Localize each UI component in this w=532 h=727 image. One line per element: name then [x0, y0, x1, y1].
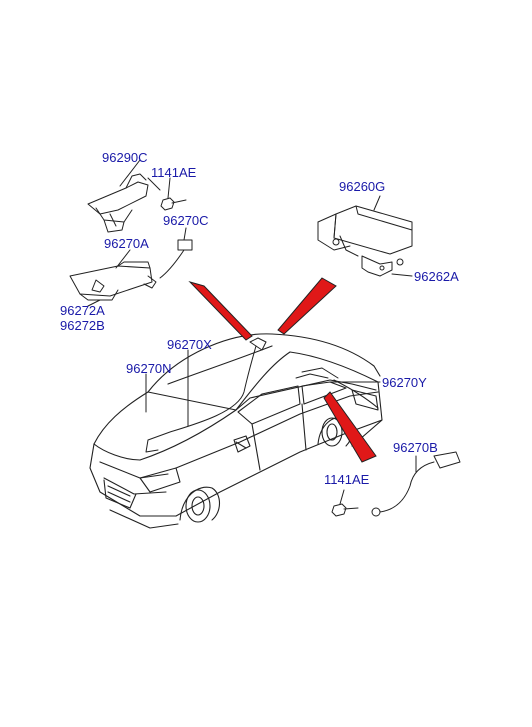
- red-pointer-icon: [188, 281, 253, 341]
- part-label-96272b: 96272B: [60, 318, 105, 333]
- red-pointer-icon: [323, 391, 377, 463]
- bolt-icon: [331, 489, 359, 517]
- part-label-96270a: 96270A: [104, 236, 149, 251]
- part-label-96270b: 96270B: [393, 440, 438, 455]
- antenna-module-icon: [317, 195, 413, 257]
- bracket-icon: [361, 255, 413, 277]
- part-label-96290c: 96290C: [102, 150, 148, 165]
- antenna-module-icon: [69, 249, 157, 307]
- part-label-96270c: 96270C: [163, 213, 209, 228]
- roof-antenna-cable-icon: [145, 337, 339, 453]
- part-label-1141ae-bottom: 1141AE: [324, 472, 370, 487]
- part-label-96260g: 96260G: [339, 179, 386, 194]
- red-pointer-icon: [277, 277, 337, 335]
- part-label-96270n: 96270N: [126, 361, 172, 376]
- bolt-icon: [160, 177, 187, 211]
- part-label-96262a: 96262A: [414, 269, 459, 284]
- trunk-switch-icon: [87, 159, 161, 233]
- part-label-1141ae-top: 1141AE: [151, 165, 197, 180]
- part-label-96270y: 96270Y: [382, 375, 427, 390]
- antenna-cable-icon: [371, 451, 461, 517]
- part-label-96270x: 96270X: [167, 337, 212, 352]
- part-label-96272a: 96272A: [60, 303, 105, 318]
- connector-icon: [159, 239, 193, 279]
